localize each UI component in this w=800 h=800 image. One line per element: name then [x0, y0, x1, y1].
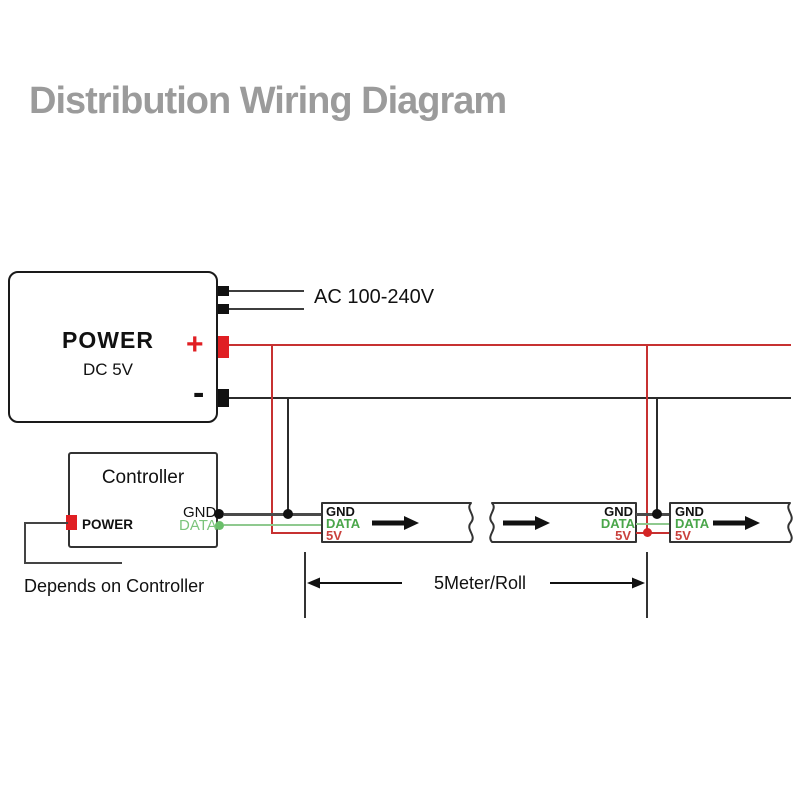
- 5v-feed-wire-strip1: [271, 532, 322, 534]
- gnd-wire-controller-to-strip1: [224, 513, 322, 516]
- gnd-junction-dot-right: [652, 509, 662, 519]
- 5v-junction-dot-right: [643, 528, 652, 537]
- controller-data-pin-label: DATA: [179, 517, 217, 534]
- ac-terminal-2: [218, 304, 229, 314]
- minus-drop-wire-left: [287, 398, 289, 515]
- strip1-direction-arrow-icon: [372, 516, 419, 530]
- strip2-direction-arrow-icon: [503, 516, 550, 530]
- 5v-wire-strip2-to-strip3: [636, 532, 670, 534]
- strip2-5v-label: 5V: [615, 528, 631, 543]
- plus-drop-wire-right: [646, 345, 648, 534]
- controller-power-label: POWER: [82, 517, 134, 532]
- minus-drop-wire-right: [656, 398, 658, 515]
- ac-input-label: AC 100-240V: [314, 286, 435, 308]
- dimension-arrow-left-icon: [307, 577, 402, 589]
- plus-terminal: [218, 336, 229, 358]
- controller-gnd-pin-label: GND: [183, 504, 217, 521]
- dimension-arrow-right-icon: [550, 577, 645, 589]
- ac-wire-2: [229, 308, 304, 310]
- dimension-tick-right: [646, 552, 648, 618]
- data-wire-controller-to-strip1: [224, 524, 322, 526]
- controller-note: Depends on Controller: [24, 576, 205, 596]
- minus-terminal: [218, 389, 229, 407]
- strip1-data-label: DATA: [326, 516, 361, 531]
- ac-wire-1: [229, 290, 304, 292]
- controller-data-terminal-dot: [215, 521, 224, 530]
- controller-pigtail-wire-bottom: [24, 562, 122, 564]
- plus-rail-wire: [229, 344, 791, 346]
- controller-power-terminal: [66, 515, 77, 530]
- power-supply-voltage: DC 5V: [82, 360, 134, 379]
- controller-gnd-terminal-dot: [214, 509, 224, 519]
- page-title: Distribution Wiring Diagram: [29, 80, 507, 122]
- strip3-direction-arrow-icon: [713, 516, 760, 530]
- dimension-label: 5Meter/Roll: [433, 573, 527, 593]
- minus-symbol: -: [193, 374, 205, 412]
- dimension-tick-left: [304, 552, 306, 618]
- power-supply-label: POWER: [62, 327, 154, 353]
- plus-drop-wire-left: [271, 345, 273, 534]
- strip1-gnd-label: GND: [326, 504, 355, 519]
- controller-pigtail-wire-top: [24, 522, 68, 524]
- strip1-5v-label: 5V: [326, 528, 342, 543]
- data-wire-strip2-to-strip3: [636, 523, 670, 525]
- power-supply-box: [8, 271, 218, 423]
- minus-rail-wire: [229, 397, 791, 399]
- plus-symbol: +: [186, 328, 204, 361]
- strip3-5v-label: 5V: [675, 528, 691, 543]
- strip3-gnd-label: GND: [675, 504, 704, 519]
- strip2-data-label: DATA: [600, 516, 635, 531]
- controller-pigtail-wire-vertical: [24, 522, 26, 564]
- controller-box: [68, 452, 218, 548]
- strip2-gnd-label: GND: [604, 504, 633, 519]
- ac-terminal-1: [218, 286, 229, 296]
- led-strip-2-outline: [489, 502, 637, 543]
- strip3-data-label: DATA: [675, 516, 710, 531]
- gnd-junction-dot-left: [283, 509, 293, 519]
- controller-label: Controller: [101, 467, 185, 488]
